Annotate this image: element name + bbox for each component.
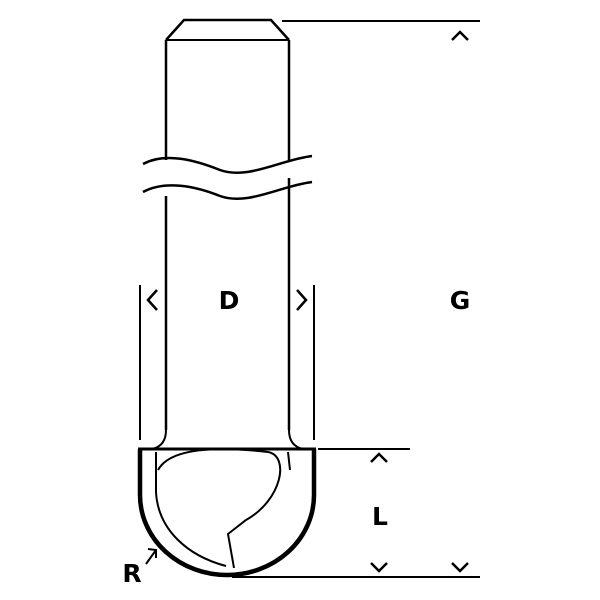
break-line-upper: [142, 154, 313, 175]
label-diameter: D: [219, 286, 240, 315]
cutter-inner-profile: [155, 452, 227, 567]
label-cutting-length: L: [372, 502, 388, 531]
dim-l-arrow-bottom: [370, 562, 388, 573]
cutter-flute: [157, 448, 282, 569]
shank-fillet-right: [288, 429, 304, 450]
dim-l-arrow-top: [370, 452, 388, 463]
label-radius: R: [122, 559, 141, 588]
cutter-outer-profile: [137, 449, 317, 578]
dim-r-arrow-head: [147, 548, 157, 558]
break-line-lower: [142, 180, 313, 201]
dim-d-arrow-right: [296, 289, 308, 311]
cutter-flute-edge: [287, 451, 291, 471]
shank-top-chamfer: [165, 18, 290, 41]
shank-fillet-left: [151, 429, 167, 450]
dim-g-arrow-top: [451, 30, 469, 41]
dim-d-arrow-left: [146, 289, 158, 311]
dim-g-arrow-bottom: [451, 562, 469, 573]
label-total-length: G: [450, 286, 471, 315]
dim-r-arrow-shaft: [145, 549, 157, 565]
